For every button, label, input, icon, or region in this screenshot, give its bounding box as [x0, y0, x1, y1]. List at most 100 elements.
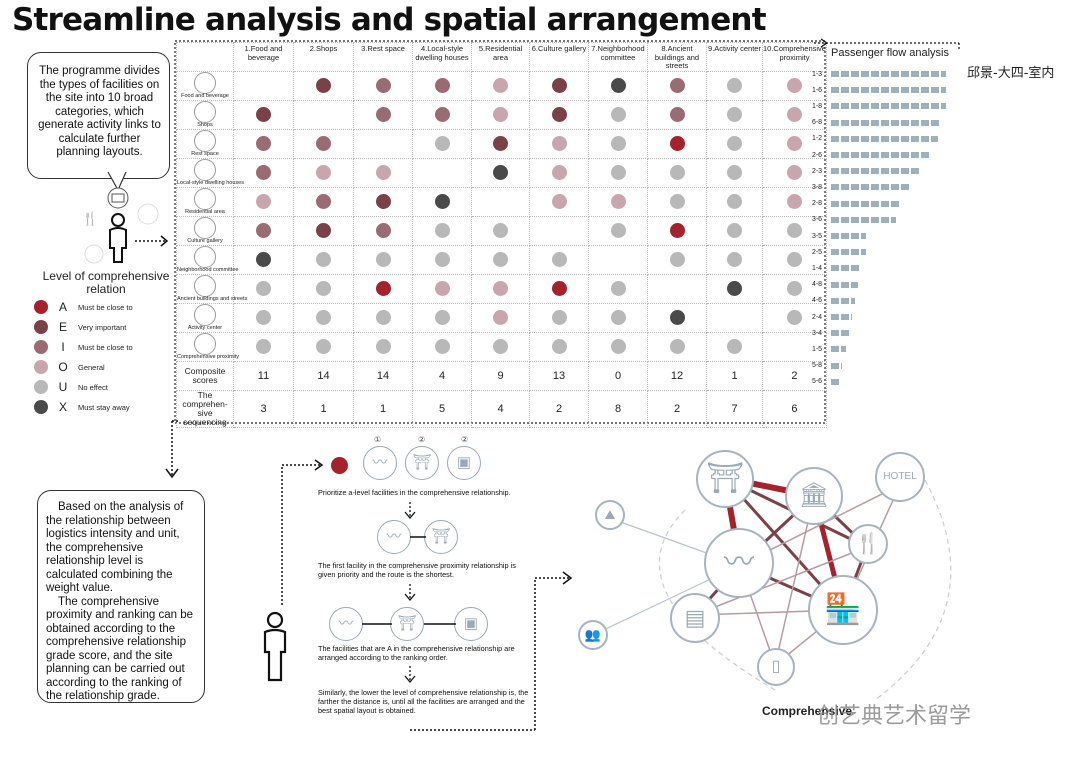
relation-dot-u	[434, 135, 450, 151]
matrix-cell	[233, 332, 294, 362]
shop-icon	[194, 101, 216, 123]
matrix-cell	[353, 100, 413, 130]
matrix-cell	[588, 303, 648, 333]
relation-dot-o	[256, 193, 271, 209]
relation-dot-u	[786, 280, 802, 296]
matrix-row-label-text: Comprehensive proximity	[177, 354, 240, 360]
matrix-row-label-text: Rest space	[191, 151, 219, 157]
step1-red-dot	[331, 457, 348, 474]
passenger-flow-row: 1-5	[806, 344, 846, 354]
passenger-flow-row: 2-5	[806, 247, 866, 257]
relation-dot-o	[786, 106, 802, 122]
relation-dot-u	[610, 164, 626, 180]
legend-dot	[34, 360, 48, 374]
matrix-cell	[706, 187, 763, 217]
pair-label: 3-4	[811, 329, 823, 337]
relation-dot-u	[669, 338, 685, 354]
pair-label: 5-6	[811, 378, 823, 386]
matrix-row-label: Neighborhood committee	[176, 245, 238, 275]
relation-dot-u	[610, 280, 626, 296]
food-icon	[194, 72, 216, 94]
legend-dot	[34, 400, 48, 414]
matrix-rank-value: 3	[233, 390, 294, 428]
matrix-cell	[762, 71, 827, 101]
matrix-score-value: 4	[412, 361, 472, 391]
pair-label: 1-2	[811, 135, 823, 143]
relation-dot-i	[434, 77, 450, 93]
matrix-cell	[706, 332, 763, 362]
node-ancient-building-icon: ⛩	[696, 450, 754, 508]
matrix-cell	[471, 71, 530, 101]
residential-icon	[194, 188, 216, 210]
intro-text: The programme divides the types of facil…	[38, 65, 161, 158]
matrix-cell	[233, 71, 294, 101]
intro-bubble: The programme divides the types of facil…	[27, 52, 170, 179]
relation-dot-i	[256, 135, 271, 151]
relation-dot-u	[256, 338, 271, 354]
matrix-cell	[412, 71, 472, 101]
relation-dot-x	[610, 77, 626, 93]
matrix-row-label-text: Residential area	[185, 209, 225, 215]
relation-dot-o	[610, 193, 626, 209]
relation-dot-u	[256, 280, 271, 296]
matrix-cell	[471, 245, 530, 275]
matrix-column-header: 7.Neighborhood committee	[588, 42, 648, 72]
matrix-cell	[233, 216, 294, 246]
matrix-cell	[647, 245, 707, 275]
relation-dot-u	[316, 280, 331, 296]
matrix-cell	[293, 332, 354, 362]
legend-row-x: X Must stay away	[34, 399, 130, 415]
matrix-rank-value: 7	[706, 390, 763, 428]
matrix-cell	[762, 245, 827, 275]
relation-dot-x	[256, 251, 271, 267]
matrix-score-value: 14	[293, 361, 354, 391]
matrix-cell	[353, 71, 413, 101]
matrix-cell	[412, 187, 472, 217]
matrix-row-label: Food and beverage	[176, 71, 234, 101]
relation-dot-u	[727, 338, 742, 354]
passenger-flow-row: 2-8	[806, 199, 899, 209]
passenger-flow-row: 3-8	[806, 182, 911, 192]
relation-dot-u	[669, 164, 685, 180]
legend-code: O	[58, 360, 68, 374]
node-activity-icon: ▯	[757, 648, 795, 686]
matrix-cell	[588, 71, 648, 101]
flow-bar	[831, 281, 858, 288]
matrix-cell	[706, 100, 763, 130]
matrix-score-value: 13	[529, 361, 589, 391]
matrix-cell	[293, 71, 354, 101]
matrix-row: Culture gallery	[176, 216, 827, 246]
matrix-cell	[647, 216, 707, 246]
relation-dot-u	[786, 222, 802, 238]
passenger-flow-title: Passenger flow analysis	[831, 47, 950, 59]
matrix-cell	[762, 129, 827, 159]
matrix-cell	[762, 274, 827, 304]
pair-label: 3-8	[811, 183, 823, 191]
step-number-1: ①	[374, 435, 382, 444]
pair-label: 4-6	[811, 297, 823, 305]
legend-code: X	[58, 400, 67, 414]
relation-dot-u	[727, 193, 742, 209]
matrix-score-value: 0	[588, 361, 648, 391]
rest-space-icon-2: 〰	[377, 520, 411, 554]
explanation-paragraph-1: Based on the analysis of the relationshi…	[46, 501, 184, 594]
matrix-row: Shops	[176, 100, 827, 130]
matrix-score-value: 9	[471, 361, 530, 391]
matrix-cell	[706, 216, 763, 246]
matrix-column-header: 4.Local-style dwelling houses	[412, 42, 472, 72]
ancient-building-icon: ⛩	[405, 446, 439, 480]
passenger-flow-row: 1-2	[806, 134, 938, 144]
pair-label: 2-4	[811, 313, 823, 321]
step-number-2: ②	[418, 435, 426, 444]
relation-dot-u	[316, 251, 331, 267]
legend-code: I	[61, 340, 65, 354]
pair-label: 3-5	[811, 232, 823, 240]
matrix-cell	[762, 158, 827, 188]
matrix-cell	[293, 100, 354, 130]
relation-dot-u	[493, 251, 508, 267]
matrix-column-header: 10.Comprehensive proximity	[762, 42, 827, 72]
relation-dot-e	[551, 106, 567, 122]
matrix-cell	[353, 274, 413, 304]
matrix-cell	[412, 245, 472, 275]
